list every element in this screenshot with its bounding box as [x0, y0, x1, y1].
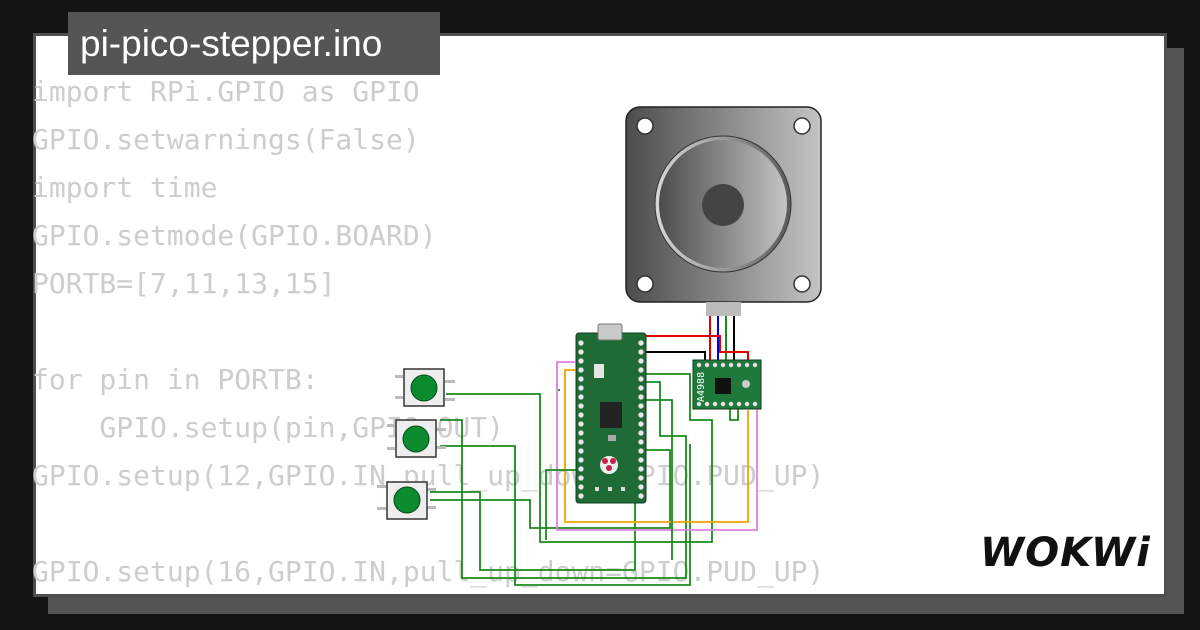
stepper-motor[interactable]: [625, 106, 822, 316]
file-name-tab: pi-pico-stepper.ino: [68, 12, 440, 75]
logo-text: WOKWi: [980, 530, 1150, 576]
shadow-right: [1167, 48, 1184, 614]
motor-wires: [640, 316, 749, 360]
code-line: PORTB=[7,11,13,15]: [32, 267, 336, 300]
signal-wires: [430, 361, 758, 586]
wokwi-logo: WOKWi: [980, 530, 1150, 576]
driver-label: A4988: [696, 372, 707, 402]
code-preview: import RPi.GPIO as GPIO GPIO.setwarnings(…: [32, 68, 824, 596]
pushbutton[interactable]: [377, 481, 436, 520]
shadow-bottom: [48, 597, 1184, 614]
code-line: GPIO.setup(12,GPIO.IN,pull_up_down=GPIO.…: [32, 459, 825, 492]
pushbutton[interactable]: [395, 368, 455, 407]
code-line: GPIO.setmode(GPIO.BOARD): [32, 219, 437, 252]
pushbutton[interactable]: [387, 419, 446, 458]
code-line: import time: [32, 171, 218, 204]
code-line: GPIO.setwarnings(False): [32, 123, 420, 156]
a4988-driver[interactable]: A4988: [692, 359, 762, 410]
page-bottom-band: [0, 614, 1200, 630]
code-line: for pin in PORTB:: [32, 363, 319, 396]
pico-board[interactable]: [575, 323, 647, 504]
code-line: GPIO.setup(16,GPIO.IN,pull_up_down=GPIO.…: [32, 555, 825, 588]
card-bottom-edge: [33, 594, 1167, 597]
code-line: import RPi.GPIO as GPIO: [32, 75, 420, 108]
